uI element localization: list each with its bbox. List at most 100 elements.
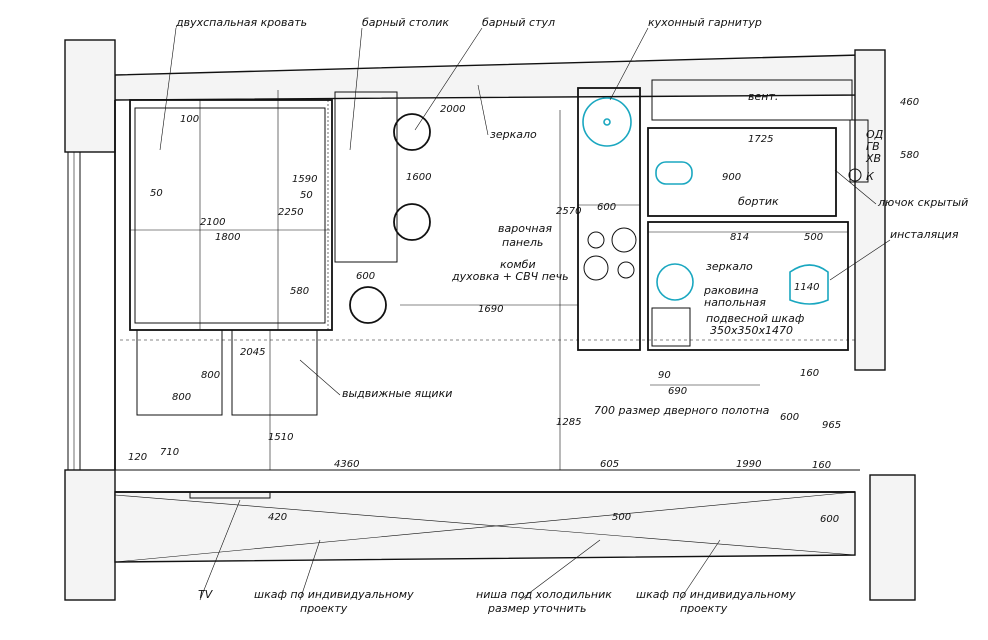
label-rim: бортик (738, 195, 779, 208)
label-wardrobe-left-2: проекту (300, 602, 348, 615)
label-wardrobe-right-1: шкаф по индивидуальному (636, 588, 796, 601)
label-hob-2: панель (502, 236, 543, 249)
label-sink-1: раковина (703, 284, 759, 297)
dim-965: 965 (822, 420, 841, 431)
dim-2100: 2100 (200, 217, 225, 228)
dim-2250: 2250 (278, 207, 303, 218)
label-installation: инсталяция (890, 228, 959, 241)
dim-600c: 600 (820, 514, 839, 525)
label-bar-stool: барный стул (482, 16, 555, 29)
label-mirror-top: зеркало (490, 128, 537, 141)
bar-stool-2 (393, 203, 431, 241)
label-cabinet-1: подвесной шкаф (706, 312, 804, 325)
label-mirror-bath: зеркало (706, 260, 753, 273)
dim-420: 420 (268, 512, 287, 523)
label-wardrobe-right-2: проекту (680, 602, 728, 615)
vent-zone (651, 79, 853, 121)
dim-500b: 500 (804, 232, 823, 243)
leader-lines (120, 27, 891, 601)
dim-1600: 1600 (406, 172, 431, 183)
labels: двухспальная кровать барный столик барны… (175, 16, 968, 615)
left-wall-lower (64, 469, 116, 601)
drawer-left (136, 329, 223, 416)
dim-100: 100 (180, 114, 199, 125)
label-vent: вент. (748, 90, 778, 103)
label-fridge-2: размер уточнить (487, 602, 587, 615)
label-meter-hv: ХВ (865, 152, 881, 165)
walls (64, 39, 916, 601)
label-meter-gv: ГВ (866, 140, 880, 153)
label-fridge-1: ниша под холодильник (476, 588, 612, 601)
dim-800b: 800 (201, 370, 220, 381)
label-wardrobe-left-1: шкаф по индивидуальному (254, 588, 414, 601)
dim-50a: 50 (150, 188, 163, 199)
dim-1590: 1590 (292, 174, 317, 185)
bar-stool-1 (393, 113, 431, 151)
dim-460: 460 (900, 97, 919, 108)
dim-900: 900 (722, 172, 741, 183)
dim-1140: 1140 (794, 282, 819, 293)
dim-120: 120 (128, 452, 147, 463)
dim-500a: 500 (612, 512, 631, 523)
dim-710: 710 (160, 447, 179, 458)
dim-90: 90 (658, 370, 671, 381)
right-wall-upper (854, 49, 886, 371)
burner-3 (583, 255, 609, 281)
label-door-width: 700 размер дверного полотна (594, 404, 770, 417)
dim-814: 814 (730, 232, 749, 243)
label-tv: TV (198, 588, 214, 601)
dim-600a: 600 (597, 202, 616, 213)
dim-580a: 580 (290, 286, 309, 297)
bath-sink-upper (655, 161, 693, 185)
label-drawers: выдвижные ящики (342, 387, 452, 400)
burner-4 (617, 261, 635, 279)
dim-690: 690 (668, 386, 687, 397)
label-cabinet-2: 350x350x1470 (710, 324, 793, 337)
label-bed: двухспальная кровать (175, 16, 307, 29)
dimensions: 2000 100 1590 50 50 2100 2250 1800 1600 … (128, 97, 919, 525)
label-hob-1: варочная (498, 222, 552, 235)
label-hatch: лючок скрытый (877, 196, 968, 209)
dim-1990: 1990 (736, 459, 761, 470)
dim-1725: 1725 (748, 134, 773, 145)
dim-605: 605 (600, 459, 619, 470)
label-meter-k: К (866, 170, 875, 183)
dim-600b: 600 (356, 271, 375, 282)
right-wall-lower (869, 474, 916, 601)
dim-50b: 50 (300, 190, 313, 201)
label-meter-od: ОД (866, 128, 884, 141)
dim-800a: 800 (172, 392, 191, 403)
dim-1690: 1690 (478, 304, 503, 315)
bath-sink (656, 263, 694, 301)
tv (189, 491, 271, 499)
hanging-cabinet (651, 307, 691, 347)
burner-1 (587, 231, 605, 249)
dim-160b: 160 (800, 368, 819, 379)
bar-stool-3 (349, 286, 387, 324)
bar-table (334, 91, 398, 263)
left-wall-upper (64, 39, 116, 153)
dim-160a: 160 (812, 460, 831, 471)
meter-panel (849, 119, 869, 183)
double-bed (129, 99, 333, 416)
label-combi-2: духовка + СВЧ печь (451, 270, 569, 283)
dim-1285: 1285 (556, 417, 581, 428)
dim-2045: 2045 (240, 347, 265, 358)
dim-1800: 1800 (215, 232, 240, 243)
bar-area (334, 91, 431, 324)
dim-4360: 4360 (334, 459, 359, 470)
dim-2000: 2000 (440, 104, 465, 115)
dim-580b: 580 (900, 150, 919, 161)
dim-600d: 600 (780, 412, 799, 423)
bathroom (647, 79, 869, 351)
kitchen-sink (582, 97, 632, 147)
dim-1510: 1510 (268, 432, 293, 443)
dim-2570: 2570 (556, 206, 581, 217)
burner-2 (611, 227, 637, 253)
label-sink-2: напольная (704, 296, 766, 309)
drawer-right (231, 329, 318, 416)
label-combi-1: комби (500, 258, 536, 271)
toilet (789, 264, 829, 305)
label-bar-table: барный столик (362, 16, 449, 29)
